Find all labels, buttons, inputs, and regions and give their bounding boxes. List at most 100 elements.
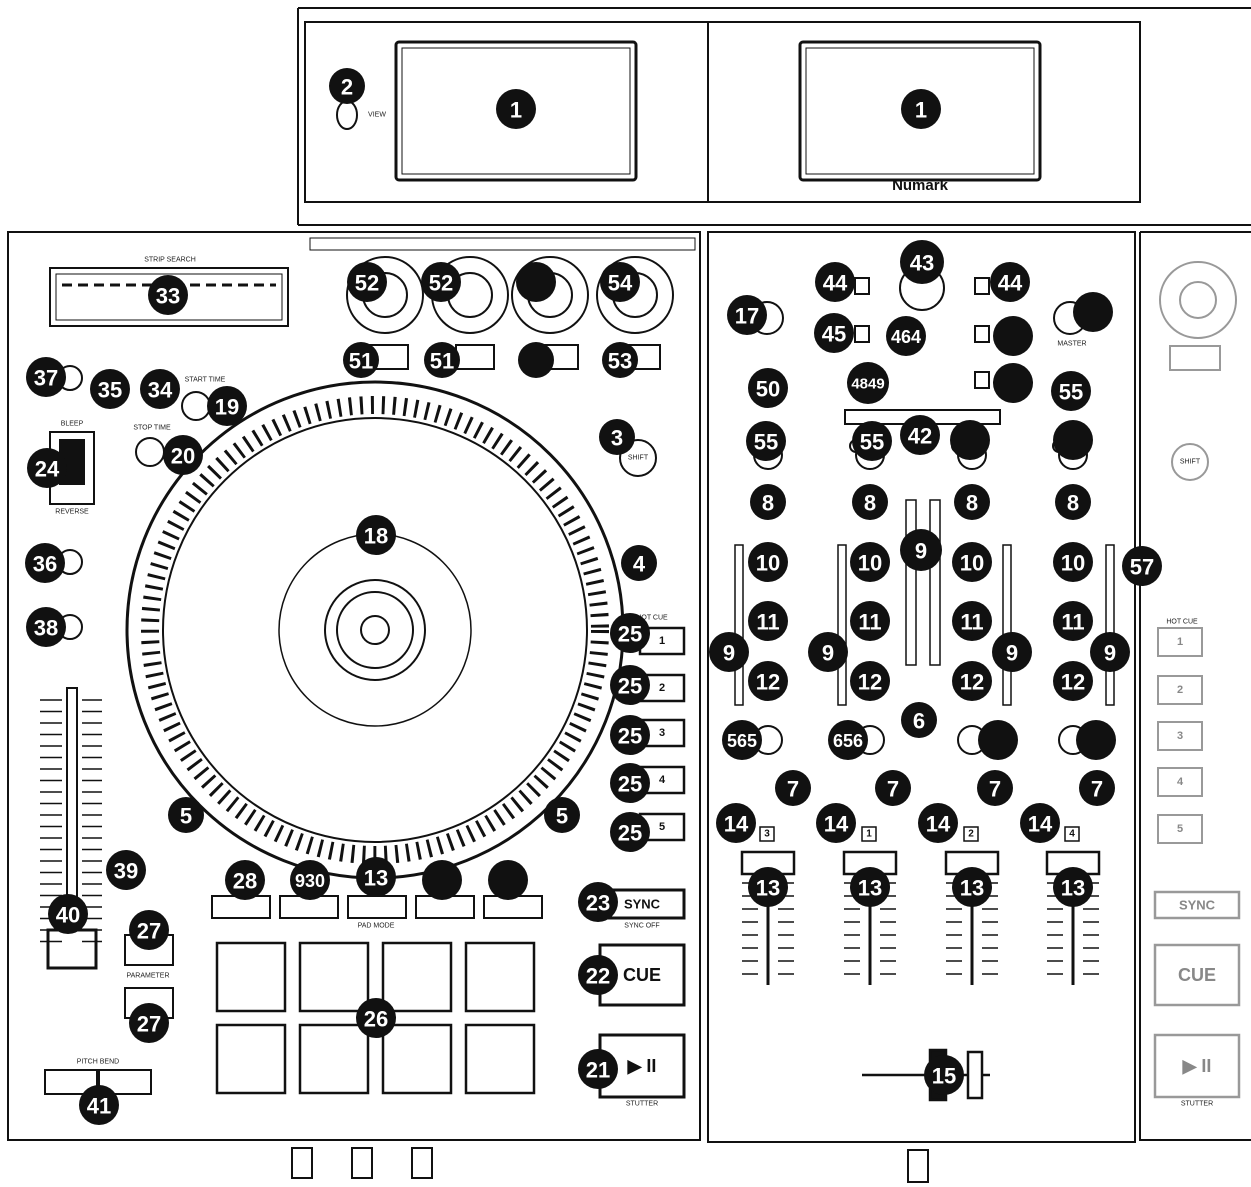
shift-button-right[interactable] (1171, 443, 1209, 481)
hot-cue-label: HOT CUE (636, 615, 668, 622)
callout-marker: 565 (722, 720, 762, 760)
callout-marker: 8 (954, 484, 990, 520)
callout-circle (329, 68, 365, 104)
callout-number: 24 (35, 457, 60, 482)
performance-pad[interactable] (215, 941, 287, 1013)
callout-marker: 55 (852, 421, 892, 461)
fx-buttons[interactable] (369, 344, 661, 370)
callout-circle (901, 89, 941, 129)
performance-pad[interactable] (464, 1023, 536, 1095)
stop-time-label: STOP TIME (133, 425, 171, 432)
callout-marker: 19 (207, 386, 247, 426)
callout-circle (518, 342, 554, 378)
master-vu-meter (905, 499, 917, 666)
callout-circle (993, 316, 1033, 356)
callout-number: 12 (756, 670, 780, 695)
callout-number: 7 (787, 777, 799, 802)
right-deck-knob[interactable] (1159, 261, 1237, 371)
callout-circle (610, 715, 650, 755)
shift-button[interactable] (619, 439, 657, 477)
callout-marker (488, 860, 528, 900)
callout-number: 38 (34, 616, 58, 641)
pitch-fader[interactable] (40, 687, 100, 970)
hot-cue-number-right: 4 (1177, 776, 1184, 788)
callout-marker: 3 (599, 419, 635, 455)
callout-circle (621, 545, 657, 581)
callout-number: 13 (756, 876, 780, 901)
hot-cue-button-right[interactable] (1157, 627, 1203, 657)
callout-marker: 656 (828, 720, 868, 760)
callout-marker: 12 (1053, 661, 1093, 701)
callout-marker: 15 (924, 1055, 964, 1095)
callout-number: 14 (724, 812, 749, 837)
callout-marker: 6 (901, 702, 937, 738)
callout-number: 8 (864, 491, 876, 516)
transport-buttons-right[interactable] (1153, 890, 1241, 1099)
pad-mode-buttons[interactable] (211, 895, 543, 919)
master-label: MASTER (1057, 341, 1086, 348)
callout-marker: 41 (79, 1085, 119, 1125)
callout-marker: 38 (26, 607, 66, 647)
callout-circle (578, 955, 618, 995)
callout-number: 2 (341, 75, 353, 100)
callout-marker: 22 (578, 955, 618, 995)
callout-circle (850, 661, 890, 701)
callout-circle (610, 613, 650, 653)
callout-number: 54 (608, 271, 633, 296)
hot-cue-button-right[interactable] (1157, 767, 1203, 797)
callout-circle (106, 850, 146, 890)
bottom-knobs[interactable] (291, 1147, 929, 1183)
channel-faders[interactable] (740, 850, 1101, 985)
callout-circle (852, 421, 892, 461)
callout-circle (900, 240, 944, 284)
callout-circle (343, 342, 379, 378)
performance-pads[interactable] (215, 941, 536, 1095)
channel-number-box (1064, 826, 1080, 842)
callout-circle (748, 867, 788, 907)
callout-marker (518, 342, 554, 378)
callout-marker: 9 (808, 632, 848, 672)
performance-pad[interactable] (381, 941, 453, 1013)
master-vu-meter (929, 499, 941, 666)
callout-marker: 37 (26, 357, 66, 397)
performance-pad[interactable] (298, 941, 370, 1013)
callout-number: 13 (858, 876, 882, 901)
performance-pad[interactable] (215, 1023, 287, 1095)
callout-number: 9 (915, 539, 927, 564)
callout-circle (808, 632, 848, 672)
callout-number: 53 (608, 349, 632, 374)
callout-number: 10 (756, 551, 780, 576)
callout-marker: 9 (900, 529, 942, 571)
callout-marker: 13 (356, 857, 396, 897)
channel-number: 1 (866, 829, 872, 840)
callout-circle (900, 415, 940, 455)
performance-pad[interactable] (381, 1023, 453, 1095)
callout-circle (26, 607, 66, 647)
callout-circle (847, 362, 889, 404)
channel-vu-meter (837, 544, 847, 706)
callout-marker: 55 (1051, 371, 1091, 411)
callout-marker: 36 (25, 543, 65, 583)
callout-number: 55 (860, 430, 884, 455)
hot-cue-button-right[interactable] (1157, 721, 1203, 751)
callout-circle (1053, 661, 1093, 701)
pad-mode-label: PAD MODE (358, 923, 395, 930)
callout-circle (850, 542, 890, 582)
callout-circle (610, 812, 650, 852)
left-small-knobs[interactable] (57, 365, 211, 640)
hot-cue-buttons-right[interactable] (1157, 627, 1203, 844)
callout-marker: 5 (544, 797, 580, 833)
performance-pad[interactable] (464, 941, 536, 1013)
performance-pad[interactable] (298, 1023, 370, 1095)
hot-cue-button-right[interactable] (1157, 814, 1203, 844)
strip-search[interactable] (49, 267, 289, 327)
callout-circle (954, 484, 990, 520)
callout-number: 57 (1130, 555, 1154, 580)
hot-cue-button-right[interactable] (1157, 675, 1203, 705)
callout-circle (850, 601, 890, 641)
pitch-bend-buttons[interactable] (44, 1069, 152, 1095)
callout-marker: 4 (621, 545, 657, 581)
callout-marker: 10 (748, 542, 788, 582)
callout-circle (610, 665, 650, 705)
